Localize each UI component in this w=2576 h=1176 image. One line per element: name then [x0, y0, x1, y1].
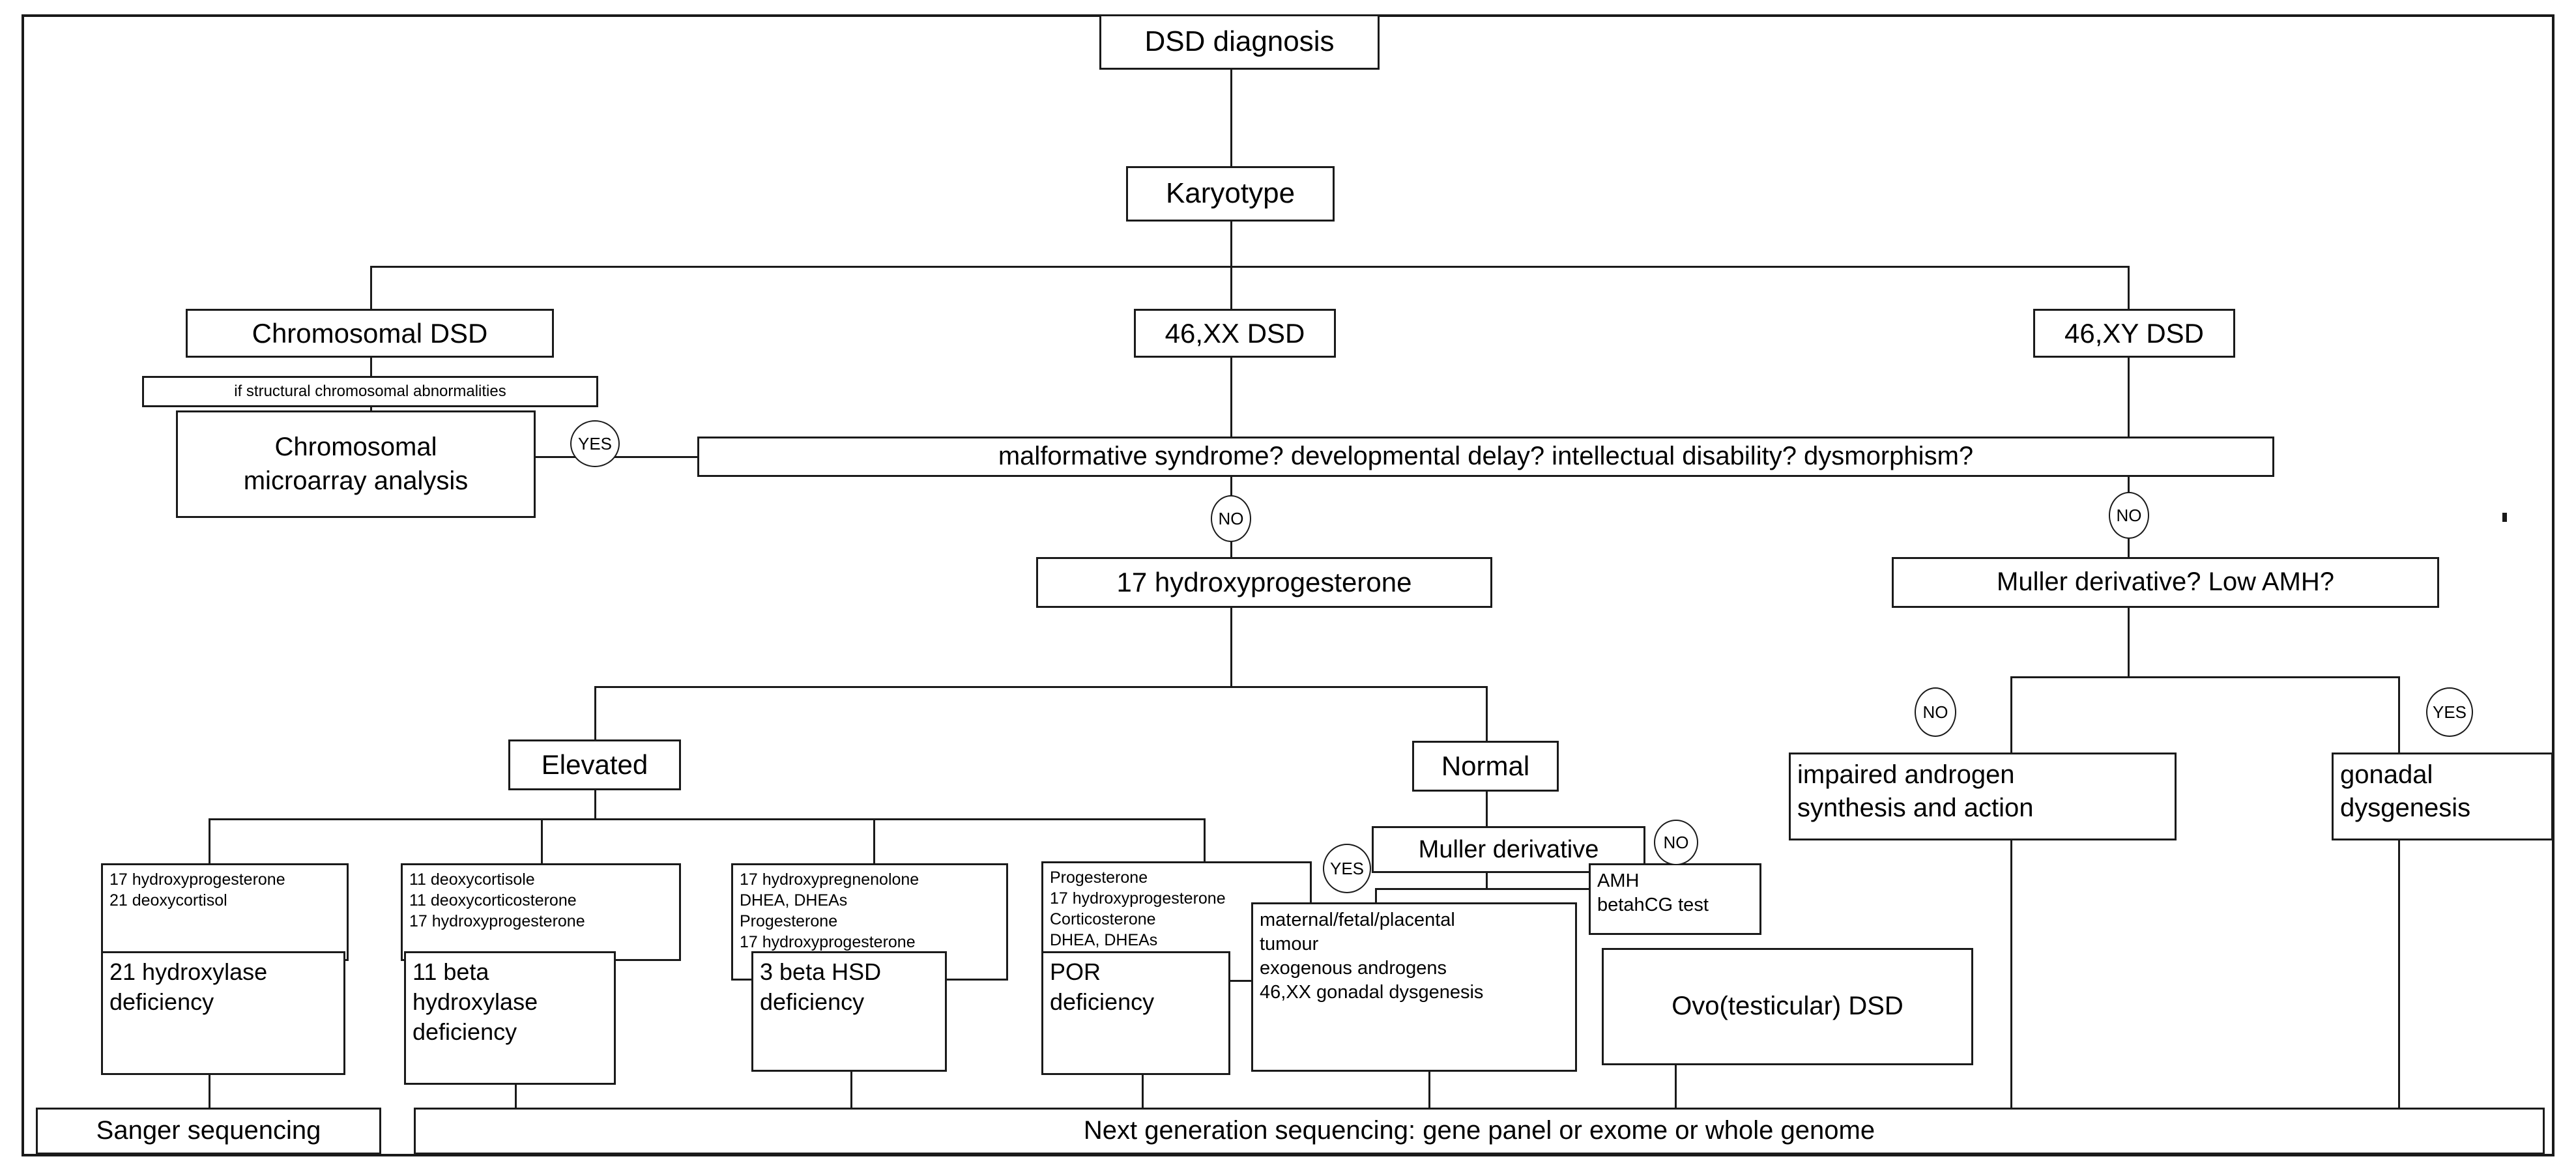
ink-mark [2502, 513, 2507, 522]
node-if-structural-abnormalities[interactable]: if structural chromosomal abnormalities [142, 376, 598, 407]
edge-bus-to-normal [1486, 686, 1488, 741]
node-malformative-question[interactable]: malformative syndrome? developmental del… [697, 437, 2274, 477]
label-no-xy: NO [2109, 492, 2149, 539]
label-no-xx: NO [1211, 495, 1251, 542]
node-impaired-androgen-synthesis[interactable]: impaired androgen synthesis and action [1789, 753, 2177, 840]
node-3-beta-hsd-deficiency[interactable]: 3 beta HSD deficiency [751, 951, 947, 1072]
edge-elevated-bus [209, 818, 1206, 820]
edge-mulleramh-bus [2010, 676, 2398, 678]
label-no-muller-xy: NO [1915, 687, 1956, 737]
edge-bus-panel3 [873, 818, 875, 864]
edge-mulleramh-down [2128, 606, 2130, 678]
edge-dx2-to-ngs [515, 1078, 517, 1114]
node-chromosomal-microarray-analysis[interactable]: Chromosomal microarray analysis [176, 410, 536, 518]
edge-bus-panel4 [1204, 818, 1206, 864]
edge-impaired-to-ngs [2010, 840, 2012, 1114]
edge-muller-bus [1375, 888, 1675, 890]
node-normal[interactable]: Normal [1412, 741, 1559, 792]
edge-xxdsd-to-malformative [1230, 357, 1232, 442]
node-panel-11-beta-labs[interactable]: 11 deoxycortisole 11 deoxycorticosterone… [401, 863, 681, 961]
edge-chromosomal-to-ifstructural [370, 357, 372, 390]
label-no-amh: NO [1654, 820, 1698, 865]
node-sanger-sequencing[interactable]: Sanger sequencing [36, 1108, 381, 1154]
edge-dx1-to-sanger [209, 1072, 210, 1111]
label-yes-gonadal: YES [2426, 687, 2473, 737]
edge-bus-to-chromosomal [370, 266, 372, 311]
edge-maternal-to-ngs [1428, 1072, 1430, 1114]
edge-microarray-to-malformative [534, 456, 697, 458]
edge-gonadal-to-ngs [2398, 840, 2400, 1114]
node-karyotype[interactable]: Karyotype [1126, 166, 1335, 222]
node-por-deficiency[interactable]: POR deficiency [1041, 951, 1230, 1075]
edge-bus-to-xxdsd [1230, 266, 1232, 311]
label-yes-chromosomal: YES [570, 420, 620, 467]
node-panel-21-hydroxylase-labs[interactable]: 17 hydroxyprogesterone 21 deoxycortisol [101, 863, 349, 961]
edge-dx4-to-ngs [1142, 1074, 1144, 1114]
edge-bus-to-xydsd [2128, 266, 2130, 311]
node-elevated[interactable]: Elevated [508, 739, 681, 790]
edge-normal-to-muller [1486, 792, 1488, 827]
edge-ohp-down [1230, 606, 1232, 687]
node-chromosomal-dsd[interactable]: Chromosomal DSD [186, 309, 554, 358]
edge-mulleramh-no [2010, 676, 2012, 761]
edge-mulleramh-yes [2398, 676, 2400, 761]
node-amh-betahcg-test[interactable]: AMH betahCG test [1589, 863, 1761, 935]
edge-ovo-to-ngs [1675, 1065, 1677, 1114]
edge-muller-down [1486, 863, 1488, 889]
node-next-generation-sequencing[interactable]: Next generation sequencing: gene panel o… [414, 1108, 2545, 1154]
edge-bus-panel2 [541, 818, 543, 864]
node-gonadal-dysgenesis[interactable]: gonadal dysgenesis [2332, 753, 2553, 840]
edge-bus-to-elevated [594, 686, 596, 741]
node-dsd-diagnosis[interactable]: DSD diagnosis [1099, 14, 1380, 70]
node-21-hydroxylase-deficiency[interactable]: 21 hydroxylase deficiency [101, 951, 345, 1075]
node-17-hydroxyprogesterone[interactable]: 17 hydroxyprogesterone [1036, 557, 1492, 608]
node-46xy-dsd[interactable]: 46,XY DSD [2033, 309, 2235, 358]
edge-dx3-to-ngs [850, 1072, 852, 1114]
edge-level2-bus [370, 266, 2130, 268]
edge-elevated-down [594, 790, 596, 820]
node-46xx-dsd[interactable]: 46,XX DSD [1134, 309, 1336, 358]
edge-bus-panel1 [209, 818, 210, 864]
edge-xydsd-to-malformative [2128, 357, 2130, 442]
edge-ohp-bus [594, 686, 1487, 688]
node-muller-derivative-low-amh-question[interactable]: Muller derivative? Low AMH? [1892, 557, 2439, 608]
node-11-beta-hydroxylase-deficiency[interactable]: 11 beta hydroxylase deficiency [404, 951, 616, 1085]
node-maternal-fetal-placental-causes[interactable]: maternal/fetal/placental tumour exogenou… [1251, 902, 1577, 1072]
label-yes-muller: YES [1323, 844, 1371, 893]
node-ovotesticular-dsd[interactable]: Ovo(testicular) DSD [1602, 948, 1973, 1065]
